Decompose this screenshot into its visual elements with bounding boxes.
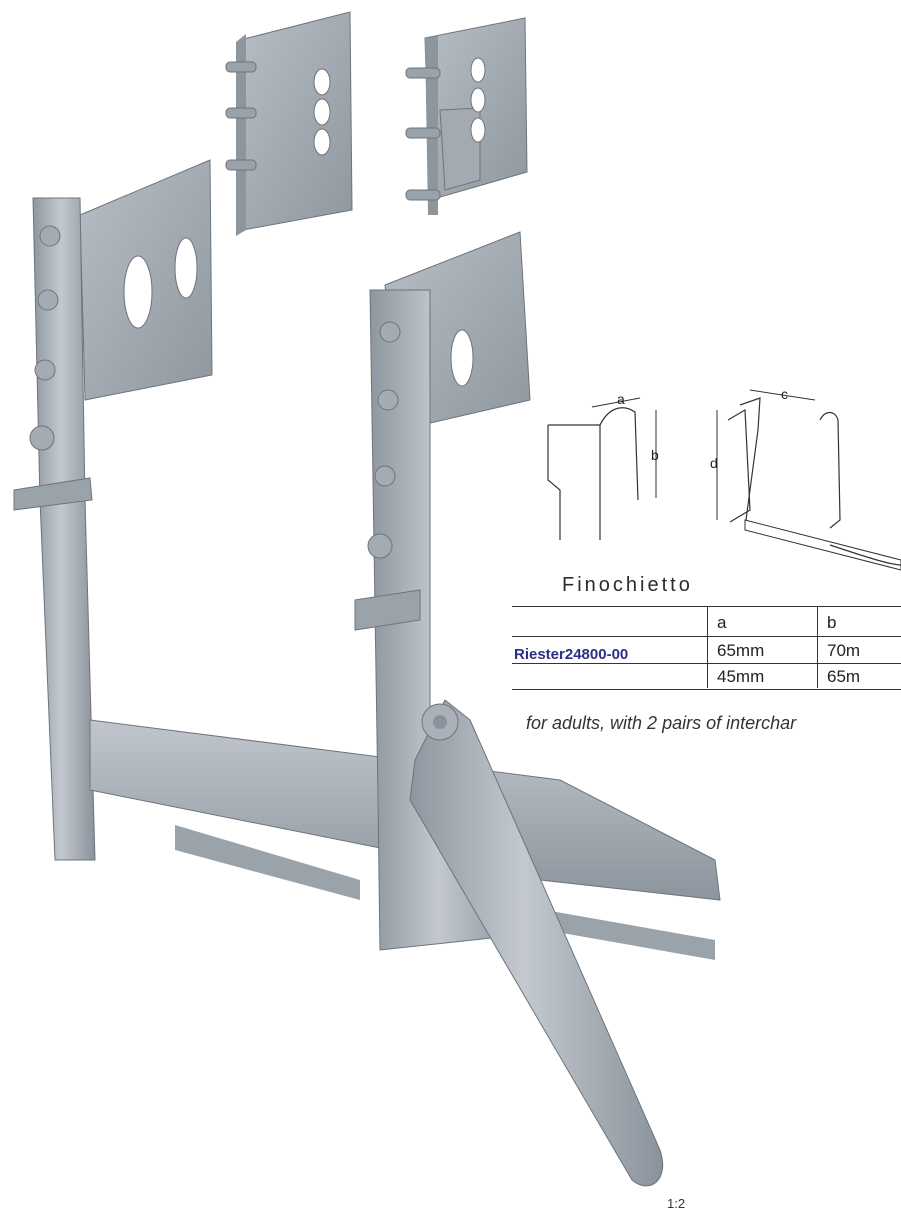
row2-b: 65m <box>827 667 861 686</box>
dim-label-d: d <box>710 455 718 471</box>
table-row: 45mm 65m <box>512 663 901 690</box>
header-b: b <box>827 613 837 632</box>
spare-blade-left <box>225 11 353 236</box>
table-row: 65mm 70m <box>512 637 901 664</box>
spare-blade-right <box>405 17 528 215</box>
product-title: Finochietto <box>562 574 693 596</box>
dimension-diagram: a b c d <box>547 386 901 571</box>
right-arm <box>354 289 521 951</box>
dim-label-b: b <box>651 447 659 463</box>
scale-label: 1:2 <box>667 1196 686 1211</box>
left-blade <box>79 159 213 401</box>
product-note: for adults, with 2 pairs of interchar <box>526 713 797 733</box>
left-arm <box>13 197 96 861</box>
row1-a: 65mm <box>717 641 765 660</box>
crank-handle <box>409 699 664 1187</box>
product-code: Riester24800-00 <box>514 646 629 663</box>
row1-b: 70m <box>827 641 861 660</box>
table-header-row: a b <box>512 609 901 636</box>
dim-label-c: c <box>781 386 788 402</box>
row2-a: 45mm <box>717 667 765 686</box>
dim-label-a: a <box>617 391 625 407</box>
header-a: a <box>717 613 727 632</box>
